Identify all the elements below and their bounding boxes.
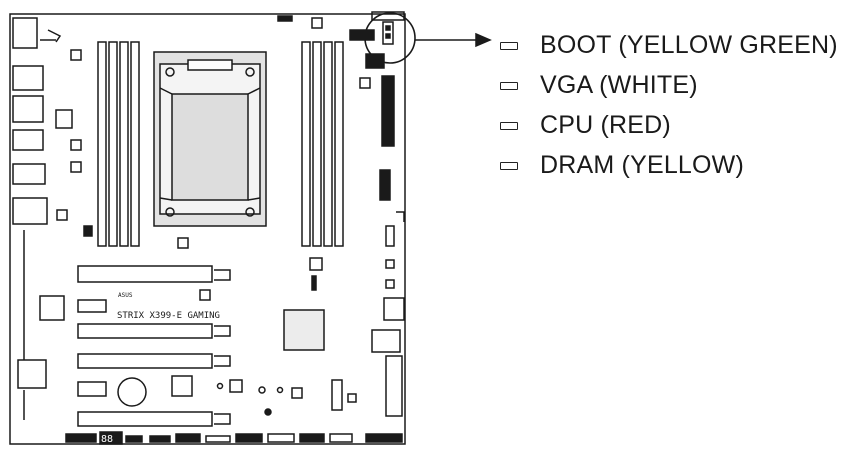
right-edge-connectors bbox=[371, 75, 405, 417]
led-label-boot: BOOT (YELLOW GREEN) bbox=[540, 31, 838, 59]
top-headers bbox=[277, 11, 405, 89]
board-brand-text: ASUS bbox=[118, 292, 133, 299]
dimm-slots-right bbox=[301, 41, 344, 247]
led-indicator-icon bbox=[500, 42, 518, 50]
board-components bbox=[39, 225, 357, 416]
dimm-slots-left bbox=[97, 41, 140, 247]
pcie-slots bbox=[77, 265, 231, 427]
bottom-headers bbox=[65, 431, 403, 445]
callout-arrow bbox=[415, 32, 492, 48]
led-label-cpu: CPU (RED) bbox=[540, 111, 671, 139]
led-indicator-icon bbox=[500, 82, 518, 90]
q-led-area bbox=[364, 12, 416, 64]
cpu-socket bbox=[153, 51, 267, 227]
led-label-vga: VGA (WHITE) bbox=[540, 71, 698, 99]
led-label-dram: DRAM (YELLOW) bbox=[540, 151, 745, 179]
board-model-text: STRIX X399-E GAMING bbox=[117, 311, 220, 321]
rear-io-ports bbox=[12, 17, 82, 420]
led-indicator-icon bbox=[500, 162, 518, 170]
debug-display-text: 88 bbox=[101, 434, 113, 445]
led-indicator-icon bbox=[500, 122, 518, 130]
